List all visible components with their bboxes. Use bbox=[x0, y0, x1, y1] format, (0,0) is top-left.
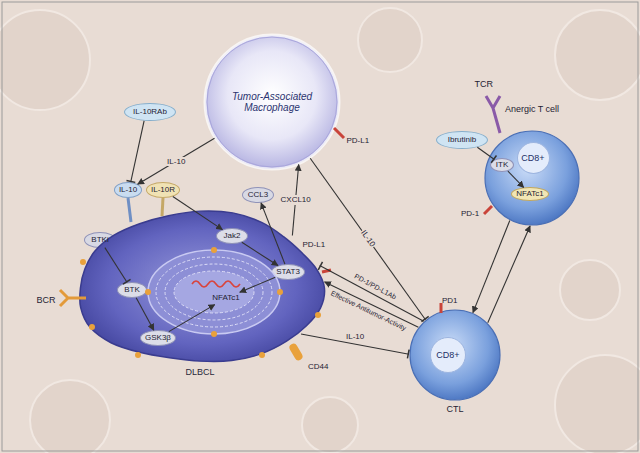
pore bbox=[277, 289, 283, 295]
edge-label: IL-10 bbox=[358, 228, 377, 250]
membrane-protein bbox=[315, 312, 321, 318]
protein-oval: GSK3β bbox=[140, 330, 176, 346]
macrophage-cell: Tumor-Associated Macrophage bbox=[204, 34, 340, 170]
tumor-body bbox=[80, 211, 325, 362]
cell-label: DLBCL bbox=[185, 367, 214, 377]
oval-label: NFATc1 bbox=[516, 189, 543, 198]
nucleus-core bbox=[174, 271, 254, 313]
cd44-capsule bbox=[288, 342, 304, 362]
cell-label: Anergic T cell bbox=[505, 104, 559, 114]
receptor-stem bbox=[128, 198, 131, 222]
faint-cell bbox=[358, 8, 422, 72]
faint-cell bbox=[555, 355, 640, 453]
nucleus-body bbox=[148, 250, 280, 334]
oval-label: Ibrutinib bbox=[448, 135, 476, 144]
t-cell: CTLCD8+ bbox=[409, 309, 501, 401]
cell-label: CTL bbox=[446, 404, 463, 414]
chemokine-oval: CCL3 bbox=[242, 187, 274, 203]
antibody-oval: IL-10RAb bbox=[124, 103, 176, 121]
activation-arrow bbox=[138, 138, 215, 184]
oval-label: Jak2 bbox=[224, 231, 241, 240]
membrane-protein bbox=[80, 259, 86, 265]
factor-oval: NFATc1 bbox=[511, 187, 549, 201]
faint-cell bbox=[302, 397, 358, 453]
inhibition-line bbox=[131, 121, 144, 182]
edge-label: IL-10 bbox=[166, 157, 186, 166]
pore bbox=[211, 331, 217, 337]
oval-label: CCL3 bbox=[248, 190, 268, 199]
activation-arrow bbox=[488, 226, 530, 323]
receptor-label: TCR bbox=[474, 79, 495, 89]
oval-label: NFATc1 bbox=[212, 293, 239, 302]
faint-cell bbox=[0, 10, 90, 110]
oval-label: IL-10R bbox=[151, 185, 175, 194]
oval-label: CD8+ bbox=[521, 153, 544, 163]
oval-label: IL-10RAb bbox=[133, 107, 167, 116]
marker-circle: CD8+ bbox=[430, 337, 466, 373]
receptor-label: PD-L1 bbox=[346, 136, 371, 145]
oval-label: GSK3β bbox=[145, 333, 171, 342]
edge-label: PD-1/PD-L1Ab bbox=[352, 272, 398, 302]
receptor-oval: IL-10R bbox=[146, 182, 180, 198]
pore bbox=[145, 289, 151, 295]
kinase-oval: ITK bbox=[490, 158, 514, 172]
membrane-protein bbox=[135, 352, 141, 358]
oval-label: BTKi bbox=[91, 235, 108, 244]
oval-label: ITK bbox=[496, 160, 508, 169]
t-cell-body bbox=[485, 131, 579, 225]
oval-label: IL-10 bbox=[119, 185, 137, 194]
activation-arrow bbox=[169, 305, 215, 332]
t-cell: Anergic T cellITKCD8+NFATc1 bbox=[484, 130, 580, 226]
oval-label: CD8+ bbox=[436, 350, 459, 360]
macrophage-body bbox=[205, 35, 339, 169]
activation-arrow bbox=[240, 277, 276, 292]
nucleus-ring bbox=[165, 264, 263, 320]
faint-cells bbox=[0, 8, 640, 453]
membrane-protein bbox=[259, 352, 265, 358]
marker-circle: CD8+ bbox=[517, 142, 550, 174]
macrophage-membrane bbox=[207, 37, 337, 167]
faint-cell bbox=[560, 260, 620, 320]
pdl1-receptor bbox=[334, 128, 344, 138]
membrane-protein bbox=[89, 324, 95, 330]
receptor-stem bbox=[162, 198, 163, 216]
faint-cell bbox=[555, 10, 640, 100]
protein-oval: BTK bbox=[117, 282, 147, 298]
pd1-receptor bbox=[484, 206, 492, 214]
dna-helix bbox=[192, 281, 240, 287]
receptor-label: PD-1 bbox=[460, 209, 480, 218]
oval-label: BTK bbox=[124, 285, 140, 294]
receptor-label: CD44 bbox=[307, 362, 329, 371]
faint-cell bbox=[30, 380, 110, 453]
nucleus-ring bbox=[156, 257, 272, 327]
receptor-label: PD-L1 bbox=[302, 240, 327, 249]
edge-label: CXCL10 bbox=[280, 195, 312, 204]
receptor-label: BCR bbox=[36, 295, 57, 305]
activation-arrow bbox=[473, 221, 510, 313]
protein-oval: Jak2 bbox=[216, 228, 248, 244]
cell-label: Tumor-Associated Macrophage bbox=[226, 91, 318, 114]
drug-oval: Ibrutinib bbox=[436, 131, 488, 149]
receptor-label: PD1 bbox=[441, 296, 459, 305]
pore bbox=[211, 247, 217, 253]
t-cell-body bbox=[410, 310, 500, 400]
edge-label: IL-10 bbox=[345, 332, 365, 341]
oval-label: STAT3 bbox=[276, 267, 300, 276]
tcr-receptor bbox=[486, 96, 500, 133]
